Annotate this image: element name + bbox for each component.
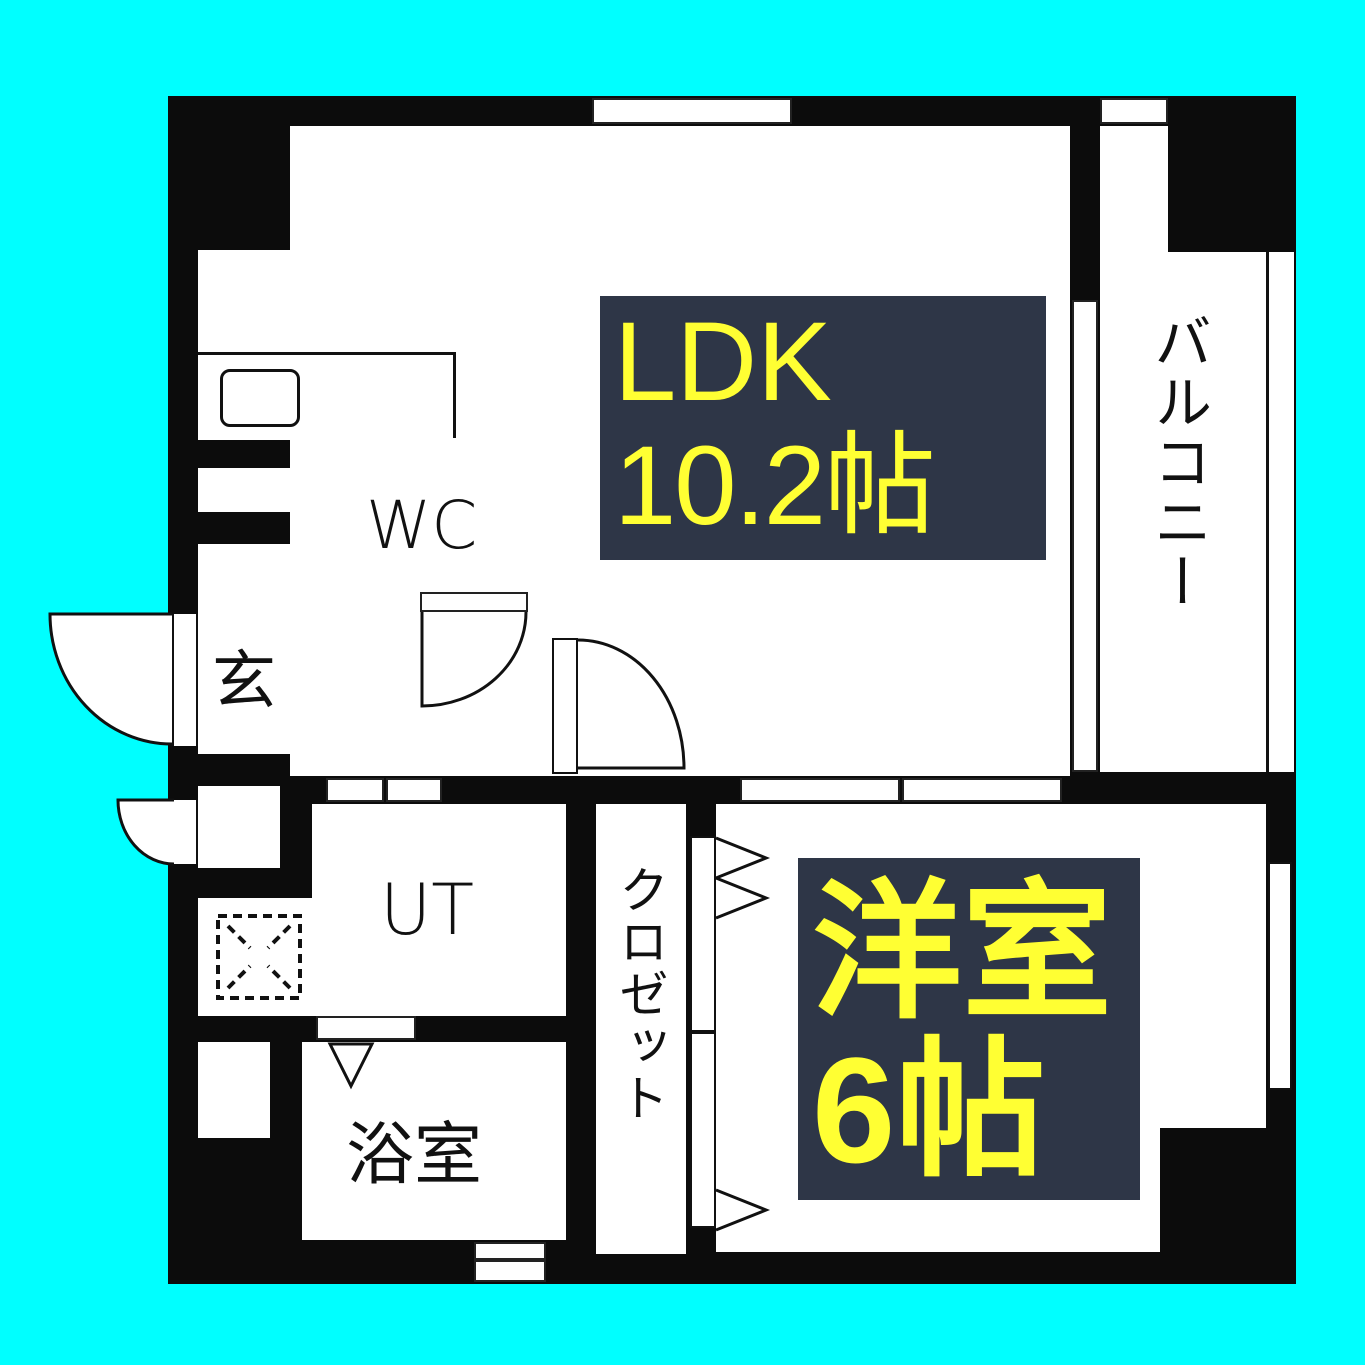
wc-door-swing-icon [420, 611, 528, 708]
western-room-corner-block [1160, 1128, 1266, 1254]
balcony-label: バルコニー [1144, 312, 1212, 612]
ldk-door-swing-icon [577, 638, 686, 770]
washing-machine-icon [216, 914, 302, 1000]
utility-label: UT [380, 869, 474, 951]
balcony-corner-block [1168, 96, 1296, 252]
closet-label: クロゼット [611, 864, 669, 1124]
ldk-name: LDK [614, 299, 832, 424]
western-room-window [1268, 862, 1292, 1090]
ldk-size: 10.2帖 [614, 423, 936, 548]
utility-room-lower [198, 898, 566, 1016]
ldk-top-window [592, 98, 792, 124]
bath-door-frame [316, 1016, 416, 1040]
wc-door-frame [420, 592, 528, 612]
closet-sliding-door-1 [690, 836, 716, 1032]
ldk-balcony-window [1072, 300, 1098, 772]
western-room-size: 6帖 [812, 1026, 1046, 1194]
entrance-label: 玄 [212, 645, 276, 719]
balcony-railing [1266, 252, 1294, 772]
entrance-door-swing-icon [48, 612, 173, 746]
western-room-name: 洋室 [812, 868, 1113, 1036]
bath-label: 浴室 [346, 1116, 483, 1195]
hallway [314, 616, 550, 774]
western-room-label-badge: 洋室 6帖 [798, 858, 1140, 1200]
wc-label: WC [366, 487, 478, 564]
storage-cell [198, 1042, 270, 1138]
bath-window-2 [474, 1260, 546, 1282]
ldk-door-frame [552, 638, 578, 774]
western-room-sliding-door-1 [740, 778, 900, 802]
western-room-sliding-door-2 [902, 778, 1062, 802]
wc-room [330, 470, 548, 590]
closet-sliding-door-2 [690, 1032, 716, 1228]
entrance-shelf-2 [198, 544, 300, 606]
side-door-swing-icon [116, 798, 175, 866]
shoe-closet [198, 786, 280, 868]
entrance-door-frame [172, 614, 198, 746]
bath-door-arrow-icon [327, 1042, 375, 1090]
bath-window-1 [474, 1242, 546, 1260]
sink-icon [220, 369, 300, 427]
closet [596, 804, 686, 1254]
ldk-label-badge: LDK 10.2帖 [600, 296, 1046, 560]
entrance-shelf-1 [198, 468, 300, 512]
entrance [198, 606, 314, 754]
ut-upper-door [326, 778, 384, 802]
ut-upper-door-2 [386, 778, 442, 802]
closet-door-arrows-icon [715, 836, 771, 1232]
balcony-top-window [1100, 98, 1168, 124]
